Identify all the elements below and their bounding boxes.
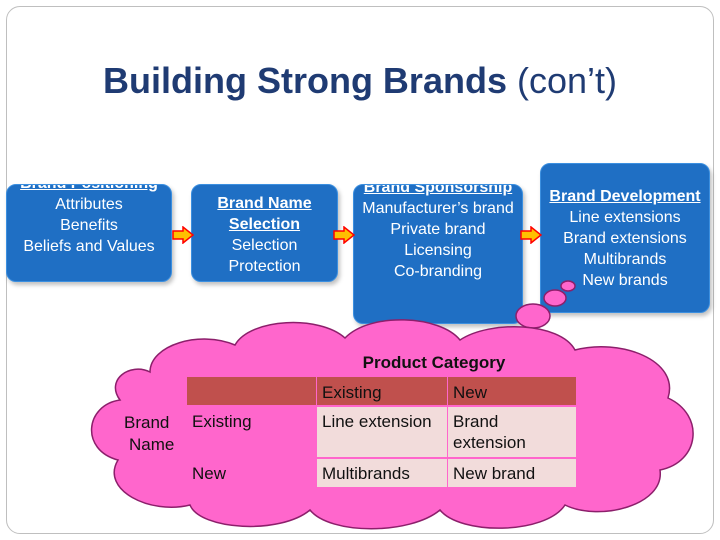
matrix-col-header: New	[448, 377, 576, 405]
matrix-cell: Brand extension	[448, 407, 576, 457]
step-item: Licensing	[404, 242, 472, 259]
matrix-cell: Multibrands	[317, 459, 447, 487]
step-item: Brand extensions	[563, 230, 687, 247]
step-heading: Brand Name Selection	[217, 195, 312, 233]
matrix-col-header: Existing	[317, 377, 447, 405]
step-item: Selection	[231, 237, 298, 254]
step-item: Beliefs and Values	[23, 238, 155, 255]
step-item: Attributes	[55, 196, 123, 213]
matrix-corner-cell	[187, 377, 316, 405]
step-heading: Brand Positioning	[7, 185, 171, 194]
step-box-brand-sponsorship: Brand Sponsorship Manufacturer’s brand P…	[353, 184, 523, 324]
arrow-right-icon	[333, 226, 355, 244]
step-item: Protection	[228, 258, 301, 275]
step-item: Private brand	[390, 221, 486, 238]
title-main: Building Strong Brands	[102, 60, 507, 101]
step-item: Line extensions	[569, 209, 681, 226]
matrix-row-header: Existing	[192, 412, 252, 431]
step-box-brand-name-selection: Brand Name Selection Selection Protectio…	[191, 184, 338, 282]
step-item: Benefits	[60, 217, 118, 234]
brand-label-line1: Brand	[124, 413, 170, 432]
step-heading: Brand Sponsorship	[363, 184, 513, 196]
arrow-right-icon	[172, 226, 194, 244]
step-item: Multibrands	[583, 251, 667, 268]
arrow-right-icon	[520, 226, 542, 244]
step-item: Co-branding	[393, 263, 483, 280]
step-item: Manufacturer’s brand	[362, 200, 514, 217]
product-category-label: Product Category	[362, 353, 506, 372]
title-suffix: (con’t)	[506, 60, 617, 101]
slide-title: Building Strong Brands (con’t)	[0, 60, 720, 102]
step-box-brand-positioning: Brand Positioning Attributes Benefits Be…	[6, 184, 172, 282]
matrix-cell: Line extension	[317, 407, 447, 457]
brand-name-label: Brand Name	[124, 412, 174, 456]
step-item: New brands	[582, 272, 668, 289]
brand-label-line2: Name	[129, 435, 175, 454]
step-heading: Brand Development	[549, 188, 701, 205]
matrix-cell: New brand	[448, 459, 576, 487]
matrix-row-header: New	[192, 464, 227, 483]
